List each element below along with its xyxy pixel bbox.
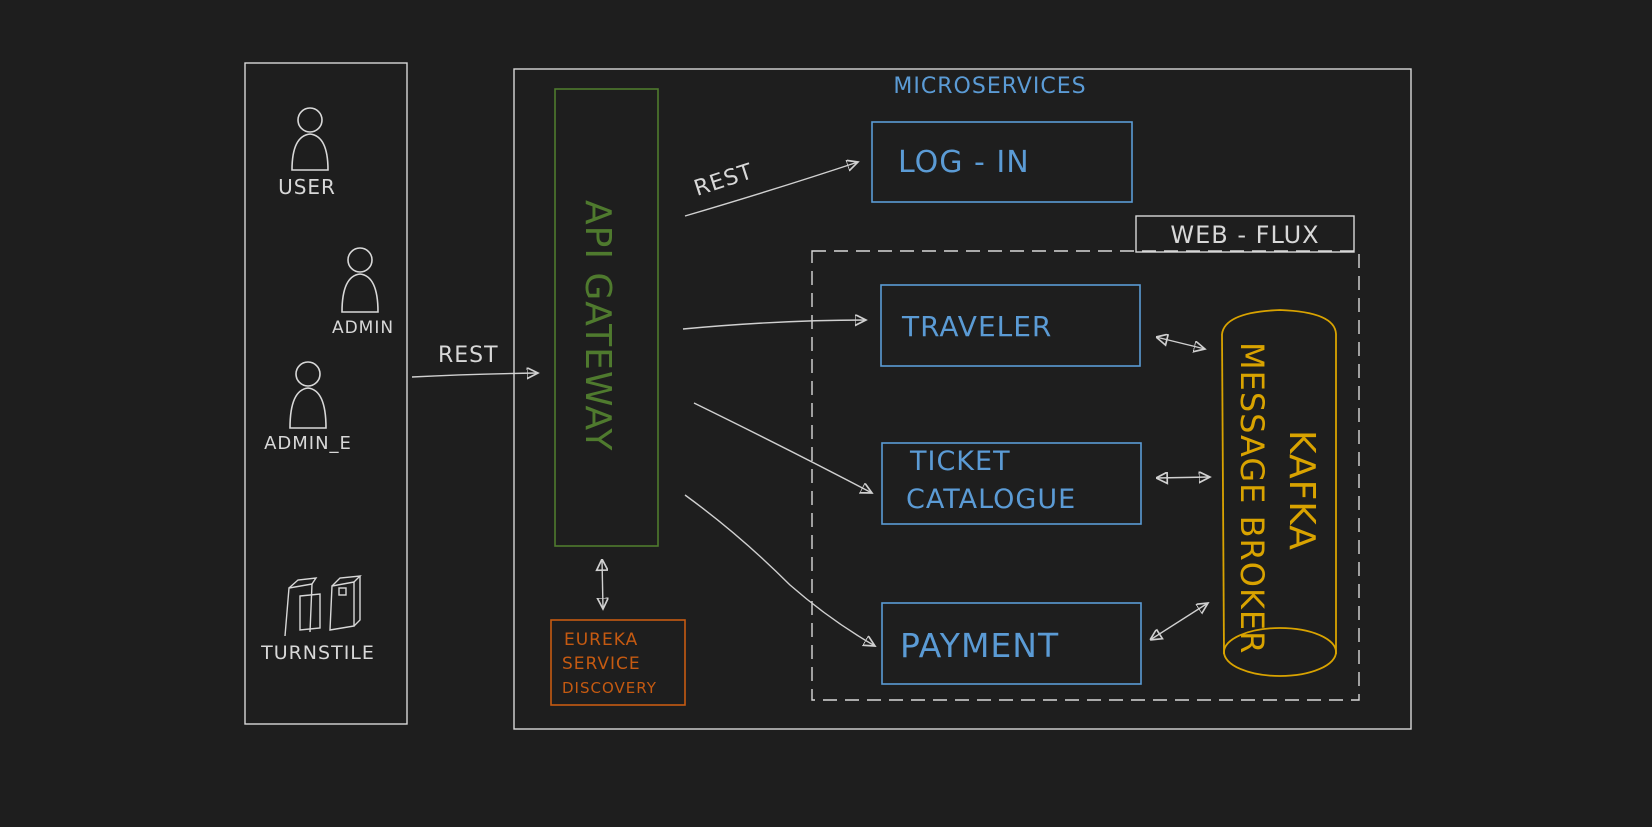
payment-service-label: PAYMENT xyxy=(900,626,1059,665)
traveler-service-label: TRAVELER xyxy=(901,310,1052,343)
eureka-label-3: DISCOVERY xyxy=(562,679,657,697)
webflux-container xyxy=(811,250,1360,701)
microservices-panel xyxy=(513,68,1412,730)
ticket-catalogue-service-box[interactable] xyxy=(881,442,1142,525)
webflux-label: WEB - FLUX xyxy=(1170,221,1319,249)
traveler-service-box[interactable] xyxy=(880,284,1141,367)
kafka-label: KAFKA xyxy=(1281,430,1322,551)
turnstile-label: TURNSTILE xyxy=(260,642,375,664)
ticket-catalogue-label-1: TICKET xyxy=(909,446,1011,477)
rest-label-client: REST xyxy=(438,343,499,368)
api-gateway-label: API GATEWAY xyxy=(577,200,618,451)
admin-e-label: ADMIN_E xyxy=(264,433,352,454)
gateway-to-payment-arrow xyxy=(684,494,875,646)
user-icon xyxy=(291,107,329,171)
admin-label: ADMIN xyxy=(332,318,394,338)
admin-icon xyxy=(341,247,379,313)
microservices-title: MICROSERVICES xyxy=(893,74,1086,99)
webflux-tab xyxy=(1135,215,1355,253)
eureka-box[interactable] xyxy=(550,619,686,706)
admin-e-icon xyxy=(289,361,327,429)
ticket-kafka-arrow xyxy=(1156,477,1210,478)
message-broker-label: MESSAGE BROKER xyxy=(1233,342,1271,654)
ticket-catalogue-label-2: CATALOGUE xyxy=(906,484,1076,515)
gateway-to-ticket-arrow xyxy=(693,402,872,493)
kafka-message-broker[interactable] xyxy=(1221,309,1337,677)
gateway-eureka-arrow xyxy=(602,559,603,609)
gateway-to-traveler-arrow xyxy=(682,320,866,330)
clients-panel xyxy=(244,62,408,725)
eureka-label-2: SERVICE xyxy=(562,654,641,674)
eureka-label-1: EUREKA xyxy=(564,630,638,650)
user-label: USER xyxy=(278,175,336,199)
api-gateway-box[interactable] xyxy=(554,88,659,547)
login-service-box[interactable] xyxy=(871,121,1133,203)
login-service-label: LOG - IN xyxy=(898,145,1030,180)
client-to-gateway-arrow xyxy=(411,373,538,377)
payment-service-box[interactable] xyxy=(881,602,1142,685)
traveler-kafka-arrow xyxy=(1156,337,1205,349)
turnstile-icon xyxy=(284,575,362,637)
rest-label-login: REST xyxy=(691,159,756,202)
payment-kafka-arrow xyxy=(1150,603,1208,640)
gateway-to-login-arrow xyxy=(684,162,858,217)
